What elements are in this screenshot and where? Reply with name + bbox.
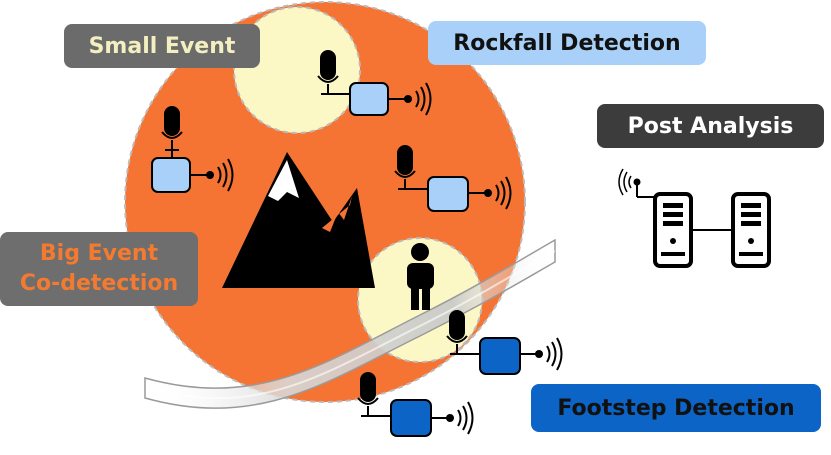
rockfall-detection-label: Rockfall Detection: [428, 21, 706, 65]
big-event-label-line-1: Big Event: [39, 241, 159, 266]
server-icon: [653, 192, 693, 268]
wireless-signal-icon: [618, 168, 660, 198]
big-event-co-detection-label: Big Event Co-detection: [0, 232, 198, 306]
rockfall-sensor-2: [151, 105, 234, 193]
server-icon: [731, 192, 771, 268]
post-analysis-label: Post Analysis: [597, 104, 824, 148]
small-event-label: Small Event: [64, 24, 260, 68]
footstep-sensor-1: [446, 309, 563, 375]
walking-path: [144, 238, 556, 409]
small-event-area: [233, 6, 361, 134]
sensor-node-icon: [479, 337, 521, 375]
post-analysis-servers: [618, 168, 771, 268]
sensor-node-icon: [427, 176, 469, 212]
rockfall-sensor-3: [394, 144, 512, 212]
sensor-node-icon: [151, 157, 191, 193]
footstep-sensor-2: [357, 371, 474, 437]
sensor-node-icon: [349, 82, 389, 116]
person-icon: [407, 243, 434, 310]
mountain-icon: [222, 152, 375, 288]
rockfall-sensor-1: [317, 49, 432, 116]
footstep-detection-label: Footstep Detection: [531, 384, 821, 432]
sensor-node-icon: [390, 399, 432, 437]
big-event-label-line-2: Co-detection: [19, 271, 179, 296]
